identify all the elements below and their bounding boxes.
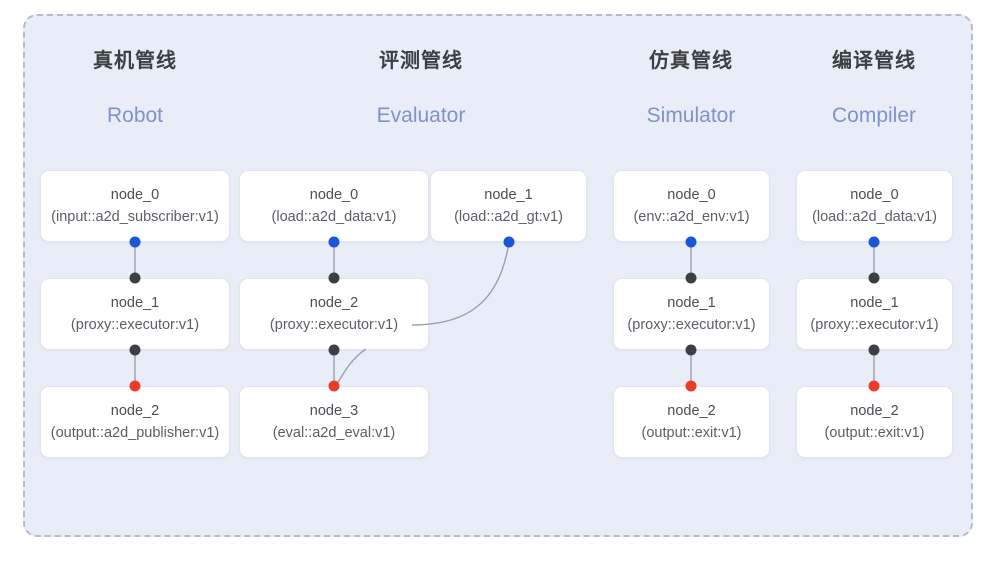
column-subtitle-robot: Robot [106,104,164,127]
node-card-sim-node-1[interactable]: node_1 (proxy::executor:v1) [613,278,770,350]
node-name: node_1 [484,186,533,203]
node-card-eval-node-0[interactable]: node_0 (load::a2d_data:v1) [239,170,429,242]
port-sink-sim-node-2[interactable] [685,380,697,392]
column-evaluator: 评测管线 Evaluator [326,44,516,128]
node-card-sim-node-0[interactable]: node_0 (env::a2d_env:v1) [613,170,770,242]
column-title-robot: 真机管线 [93,50,177,72]
port-sink-comp-node-2[interactable] [868,380,880,392]
port-out-robot-node-1[interactable] [129,344,141,356]
node-spec: (load::a2d_gt:v1) [454,209,563,225]
node-name: node_2 [850,402,899,419]
node-spec: (proxy::executor:v1) [269,317,399,333]
port-in-sim-node-1[interactable] [685,272,697,284]
node-spec: (output::exit:v1) [641,425,742,441]
port-out-eval-node-2[interactable] [328,344,340,356]
column-title-compiler: 编译管线 [832,50,916,72]
column-subtitle-simulator: Simulator [646,104,736,127]
node-name: node_0 [309,186,359,203]
column-simulator: 仿真管线 Simulator [596,44,786,128]
port-out-comp-node-1[interactable] [868,344,880,356]
port-in-robot-node-1[interactable] [129,272,141,284]
node-spec: (proxy::executor:v1) [810,317,939,333]
node-spec: (output::exit:v1) [824,425,925,441]
node-spec: (env::a2d_env:v1) [633,209,750,225]
column-title-evaluator: 评测管线 [379,50,463,72]
port-sink-robot-node-2[interactable] [129,380,141,392]
port-source-comp-node-0[interactable] [868,236,880,248]
column-subtitle-evaluator: Evaluator [376,104,466,127]
node-name: node_0 [667,186,716,203]
port-source-eval-node-1[interactable] [503,236,515,248]
node-name: node_1 [850,294,899,311]
node-name: node_1 [110,294,160,311]
node-card-robot-node-0[interactable]: node_0 (input::a2d_subscriber:v1) [40,170,230,242]
column-title-simulator: 仿真管线 [649,50,733,72]
node-spec: (proxy::executor:v1) [70,317,200,333]
node-card-robot-node-1[interactable]: node_1 (proxy::executor:v1) [40,278,230,350]
port-source-eval-node-0[interactable] [328,236,340,248]
node-name: node_3 [309,402,359,419]
port-source-sim-node-0[interactable] [685,236,697,248]
node-name: node_2 [309,294,359,311]
node-name: node_0 [110,186,160,203]
port-in-eval-node-2[interactable] [328,272,340,284]
node-spec: (proxy::executor:v1) [627,317,756,333]
column-subtitle-compiler: Compiler [831,104,917,127]
port-source-robot-node-0[interactable] [129,236,141,248]
column-robot: 真机管线 Robot [40,44,230,128]
node-spec: (output::a2d_publisher:v1) [50,425,220,441]
node-spec: (eval::a2d_eval:v1) [272,425,396,441]
node-name: node_2 [667,402,716,419]
node-name: node_2 [110,402,160,419]
node-card-eval-node-3[interactable]: node_3 (eval::a2d_eval:v1) [239,386,429,458]
node-name: node_1 [667,294,716,311]
port-sink-eval-node-3[interactable] [328,380,340,392]
node-name: node_0 [850,186,899,203]
node-spec: (input::a2d_subscriber:v1) [51,209,219,225]
node-card-sim-node-2[interactable]: node_2 (output::exit:v1) [613,386,770,458]
node-card-eval-node-2[interactable]: node_2 (proxy::executor:v1) [239,278,429,350]
node-spec: (load::a2d_data:v1) [812,209,937,225]
node-card-eval-node-1[interactable]: node_1 (load::a2d_gt:v1) [430,170,587,242]
port-out-sim-node-1[interactable] [685,344,697,356]
node-card-comp-node-0[interactable]: node_0 (load::a2d_data:v1) [796,170,953,242]
node-card-comp-node-1[interactable]: node_1 (proxy::executor:v1) [796,278,953,350]
node-card-robot-node-2[interactable]: node_2 (output::a2d_publisher:v1) [40,386,230,458]
node-card-comp-node-2[interactable]: node_2 (output::exit:v1) [796,386,953,458]
column-compiler: 编译管线 Compiler [779,44,969,128]
node-spec: (load::a2d_data:v1) [271,209,397,225]
port-in-comp-node-1[interactable] [868,272,880,284]
